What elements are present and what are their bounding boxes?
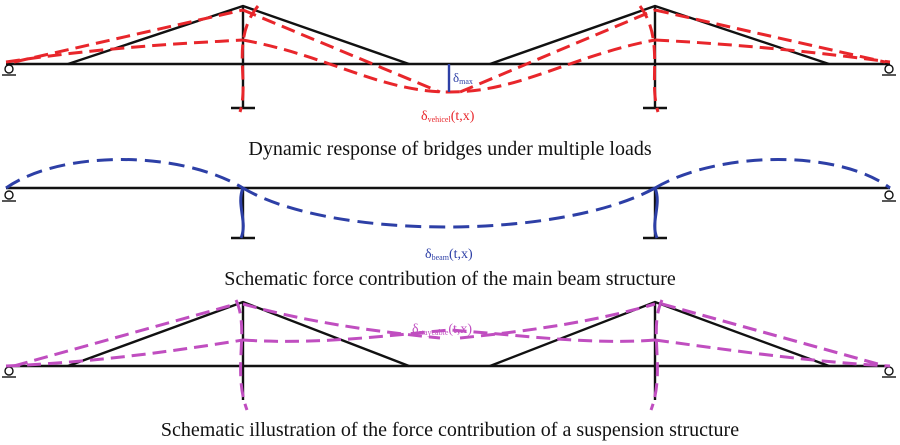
- caption-dynamic-response: Dynamic response of bridges under multip…: [248, 138, 652, 160]
- support-left: [2, 190, 16, 202]
- panel-main-beam: δbeam(t,x): [2, 158, 896, 262]
- caption-suspension: Schematic illustration of the force cont…: [160, 419, 740, 441]
- staycable-deflection-curve: [5, 299, 891, 411]
- beam-structure: [6, 186, 890, 240]
- support-left: [2, 366, 16, 378]
- caption-main-beam: Schematic force contribution of the main…: [224, 268, 676, 290]
- beam-deflection-label: δbeam(t,x): [425, 247, 473, 262]
- support-right: [882, 190, 896, 202]
- beam-deflection-curve: [5, 158, 891, 229]
- support-right: [882, 64, 896, 76]
- panel-suspension: δstaycable(t,x): [2, 299, 896, 411]
- vehicle-deflection-label: δvehicel(t,x): [421, 109, 475, 124]
- pier-deflection: [239, 187, 659, 239]
- max-deflection-label: δmax: [453, 70, 473, 86]
- vehicle-deflection-curve: [5, 5, 891, 113]
- cable-structure: [6, 300, 890, 400]
- support-right: [882, 366, 896, 378]
- panel-dynamic-response: δmax δvehicel(t,x): [2, 4, 896, 124]
- support-left: [2, 64, 16, 76]
- staycable-deflection-label: δstaycable(t,x): [412, 322, 472, 337]
